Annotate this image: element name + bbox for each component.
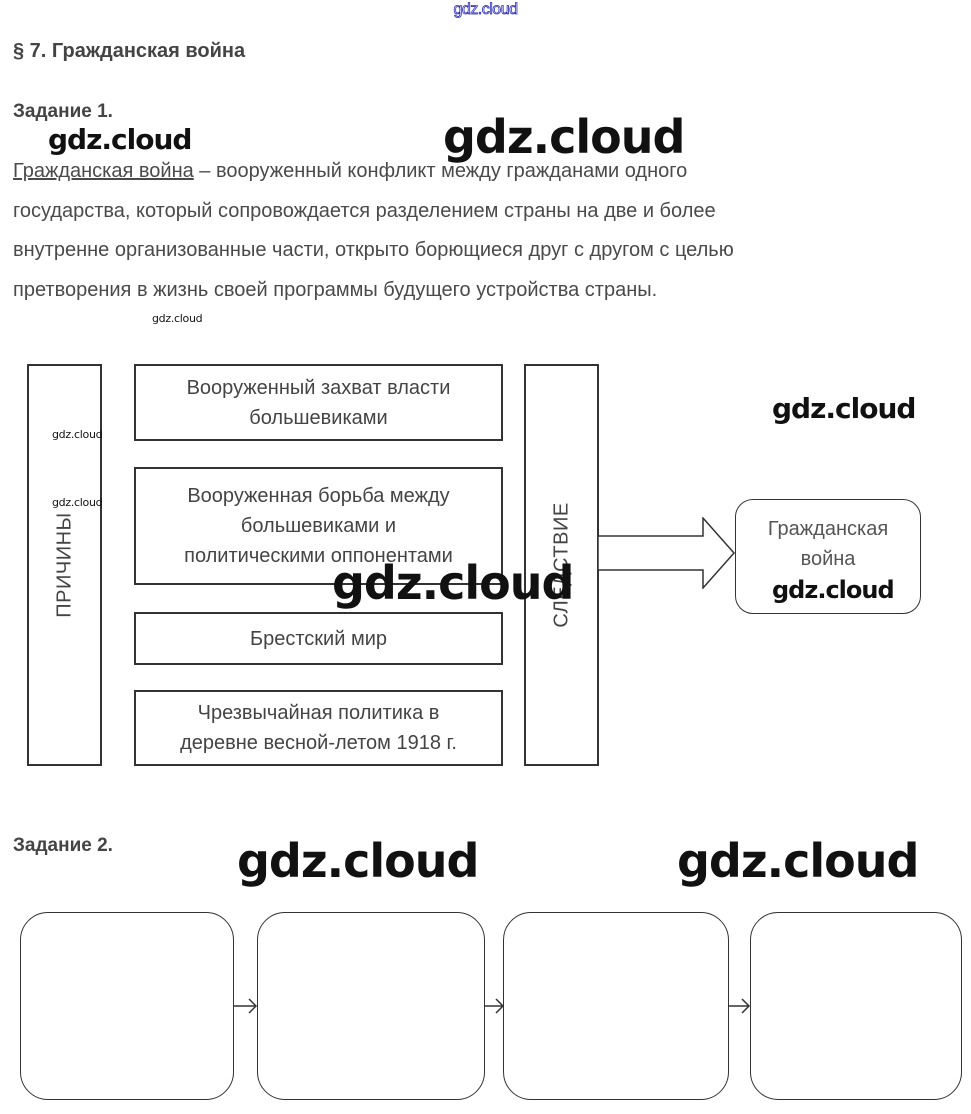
task2-title: Задание 2. xyxy=(13,835,113,856)
watermark: gdz.cloud xyxy=(52,428,103,441)
watermark: gdz.cloud xyxy=(677,834,919,888)
watermark: gdz.cloud xyxy=(48,123,192,156)
cause-box: Чрезвычайная политика в деревне весной-л… xyxy=(134,690,503,766)
result-box: Гражданская война xyxy=(735,499,921,614)
watermark: gdz.cloud xyxy=(772,392,916,425)
watermark: gdz.cloud xyxy=(443,110,685,164)
arrow-right-icon xyxy=(728,998,751,1014)
definition-text: – вооруженный конфликт между гражданами … xyxy=(193,160,688,182)
watermark: gdz.cloud xyxy=(152,312,203,325)
causes-column: ПРИЧИНЫ xyxy=(27,364,102,766)
task1-title: Задание 1. xyxy=(13,101,113,122)
flow-box-2[interactable] xyxy=(257,912,485,1100)
definition-term: Гражданская война xyxy=(13,160,194,182)
section-title: § 7. Гражданская война xyxy=(13,40,246,62)
watermark: gdz.cloud xyxy=(52,496,103,509)
watermark: gdz.cloud xyxy=(237,834,479,888)
definition-line-1: Гражданская война – вооруженный конфликт… xyxy=(13,160,687,183)
cause-box: Вооруженная борьба между большевиками и … xyxy=(134,467,503,585)
definition-line-2: государства, который сопровождается разд… xyxy=(13,200,716,222)
watermark: gdz.cloud xyxy=(772,576,895,604)
definition-line-4: претворения в жизнь своей программы буду… xyxy=(13,279,658,301)
flow-box-3[interactable] xyxy=(503,912,729,1100)
flow-box-4[interactable] xyxy=(750,912,962,1100)
definition-line-3: внутренне организованные части, открыто … xyxy=(13,239,734,261)
causes-label: ПРИЧИНЫ xyxy=(53,512,75,618)
flow-box-1[interactable] xyxy=(20,912,234,1100)
block-arrow-icon xyxy=(598,517,736,589)
cause-box: Брестский мир xyxy=(134,612,503,665)
watermark: gdz.cloud xyxy=(332,556,574,610)
cause-box: Вооруженный захват власти большевиками xyxy=(134,364,503,441)
watermark-top: gdz.cloud xyxy=(453,1,518,19)
arrow-right-icon xyxy=(233,998,258,1014)
